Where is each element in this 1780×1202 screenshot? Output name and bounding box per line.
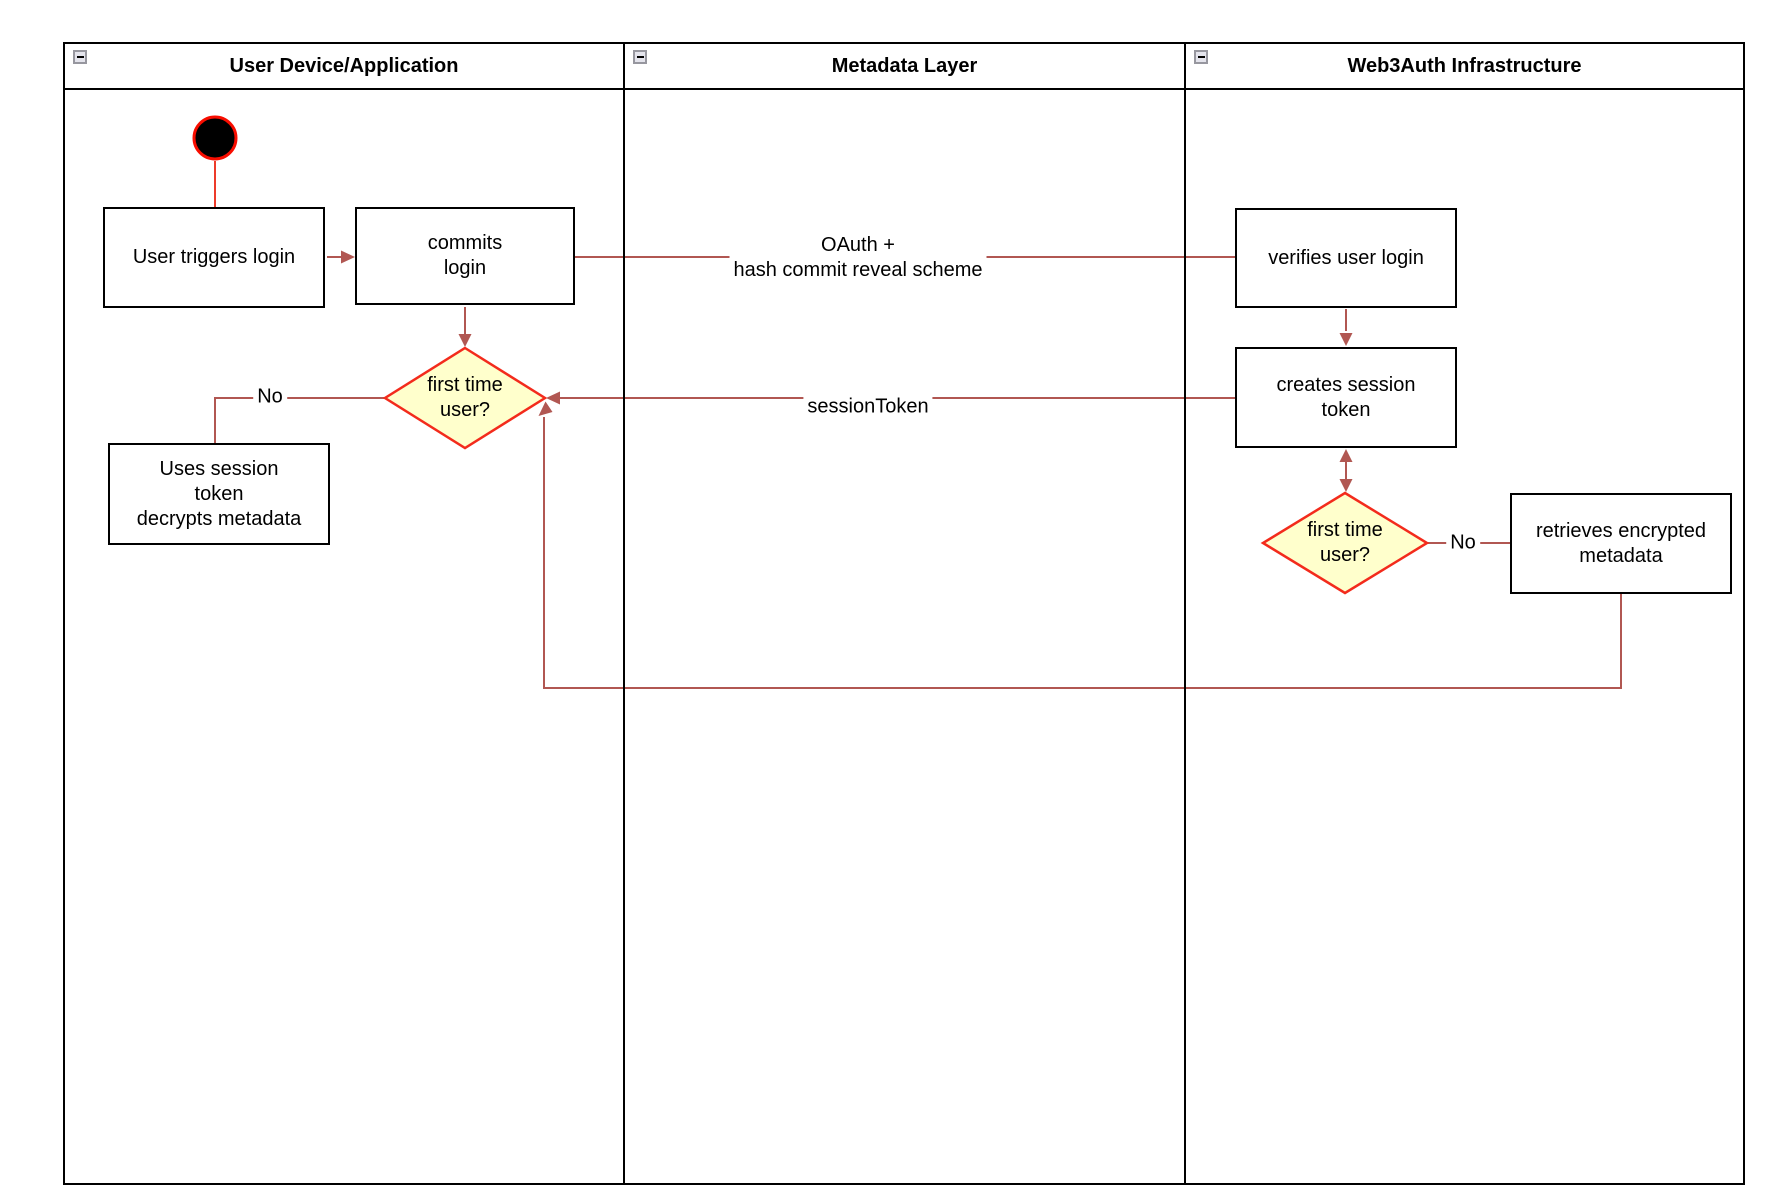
arrowhead-down-into-decision2 (1339, 479, 1353, 492)
arrowhead-session-token-into-decision1 (546, 391, 560, 405)
edge-label-no-2: No (1446, 530, 1480, 556)
minus-icon (636, 56, 644, 58)
arrowhead-into-commits (341, 250, 355, 264)
edge-retrieves-back-to-decision1 (543, 417, 1622, 689)
minus-icon (1197, 56, 1205, 58)
lane-header-web3auth: Web3Auth Infrastructure (1186, 44, 1743, 88)
minus-icon (76, 56, 84, 58)
start-node[interactable] (192, 115, 238, 161)
lane-title-web3auth: Web3Auth Infrastructure (1347, 54, 1582, 77)
lane-header-metadata-layer: Metadata Layer (625, 44, 1186, 88)
activity-verifies-user-login[interactable]: verifies user login (1235, 208, 1457, 308)
collapse-lane-button-3[interactable] (1194, 50, 1208, 64)
arrowhead-into-creates (1339, 333, 1353, 346)
activity-creates-session-token[interactable]: creates session token (1235, 347, 1457, 448)
collapse-lane-button-1[interactable] (73, 50, 87, 64)
edge-label-no-1: No (253, 384, 287, 410)
decision-first-time-user-2[interactable] (1260, 491, 1430, 595)
lane-title-user-device: User Device/Application (229, 54, 459, 77)
swimlane-pool: User Device/Application Metadata Layer W… (63, 42, 1745, 1185)
edge-decision1-no (214, 397, 385, 443)
arrowhead-up-into-creates (1339, 449, 1353, 462)
activity-retrieves-encrypted-metadata[interactable]: retrieves encrypted metadata (1510, 493, 1732, 594)
edge-label-session-token: sessionToken (803, 394, 933, 420)
activity-commits-login[interactable]: commits login (355, 207, 575, 305)
activity-uses-session-token[interactable]: Uses session token decrypts metadata (108, 443, 330, 545)
lane-header-user-device: User Device/Application (65, 44, 625, 88)
lane-title-metadata-layer: Metadata Layer (831, 54, 978, 77)
lane-header-row: User Device/Application Metadata Layer W… (65, 44, 1743, 90)
arrowhead-into-decision1 (458, 334, 472, 347)
arrowhead-loopback-into-decision1 (538, 401, 553, 416)
edge-label-oauth: OAuth + hash commit reveal scheme (729, 233, 987, 283)
activity-user-triggers-login[interactable]: User triggers login (103, 207, 325, 308)
collapse-lane-button-2[interactable] (633, 50, 647, 64)
decision-first-time-user-1[interactable] (382, 346, 548, 450)
